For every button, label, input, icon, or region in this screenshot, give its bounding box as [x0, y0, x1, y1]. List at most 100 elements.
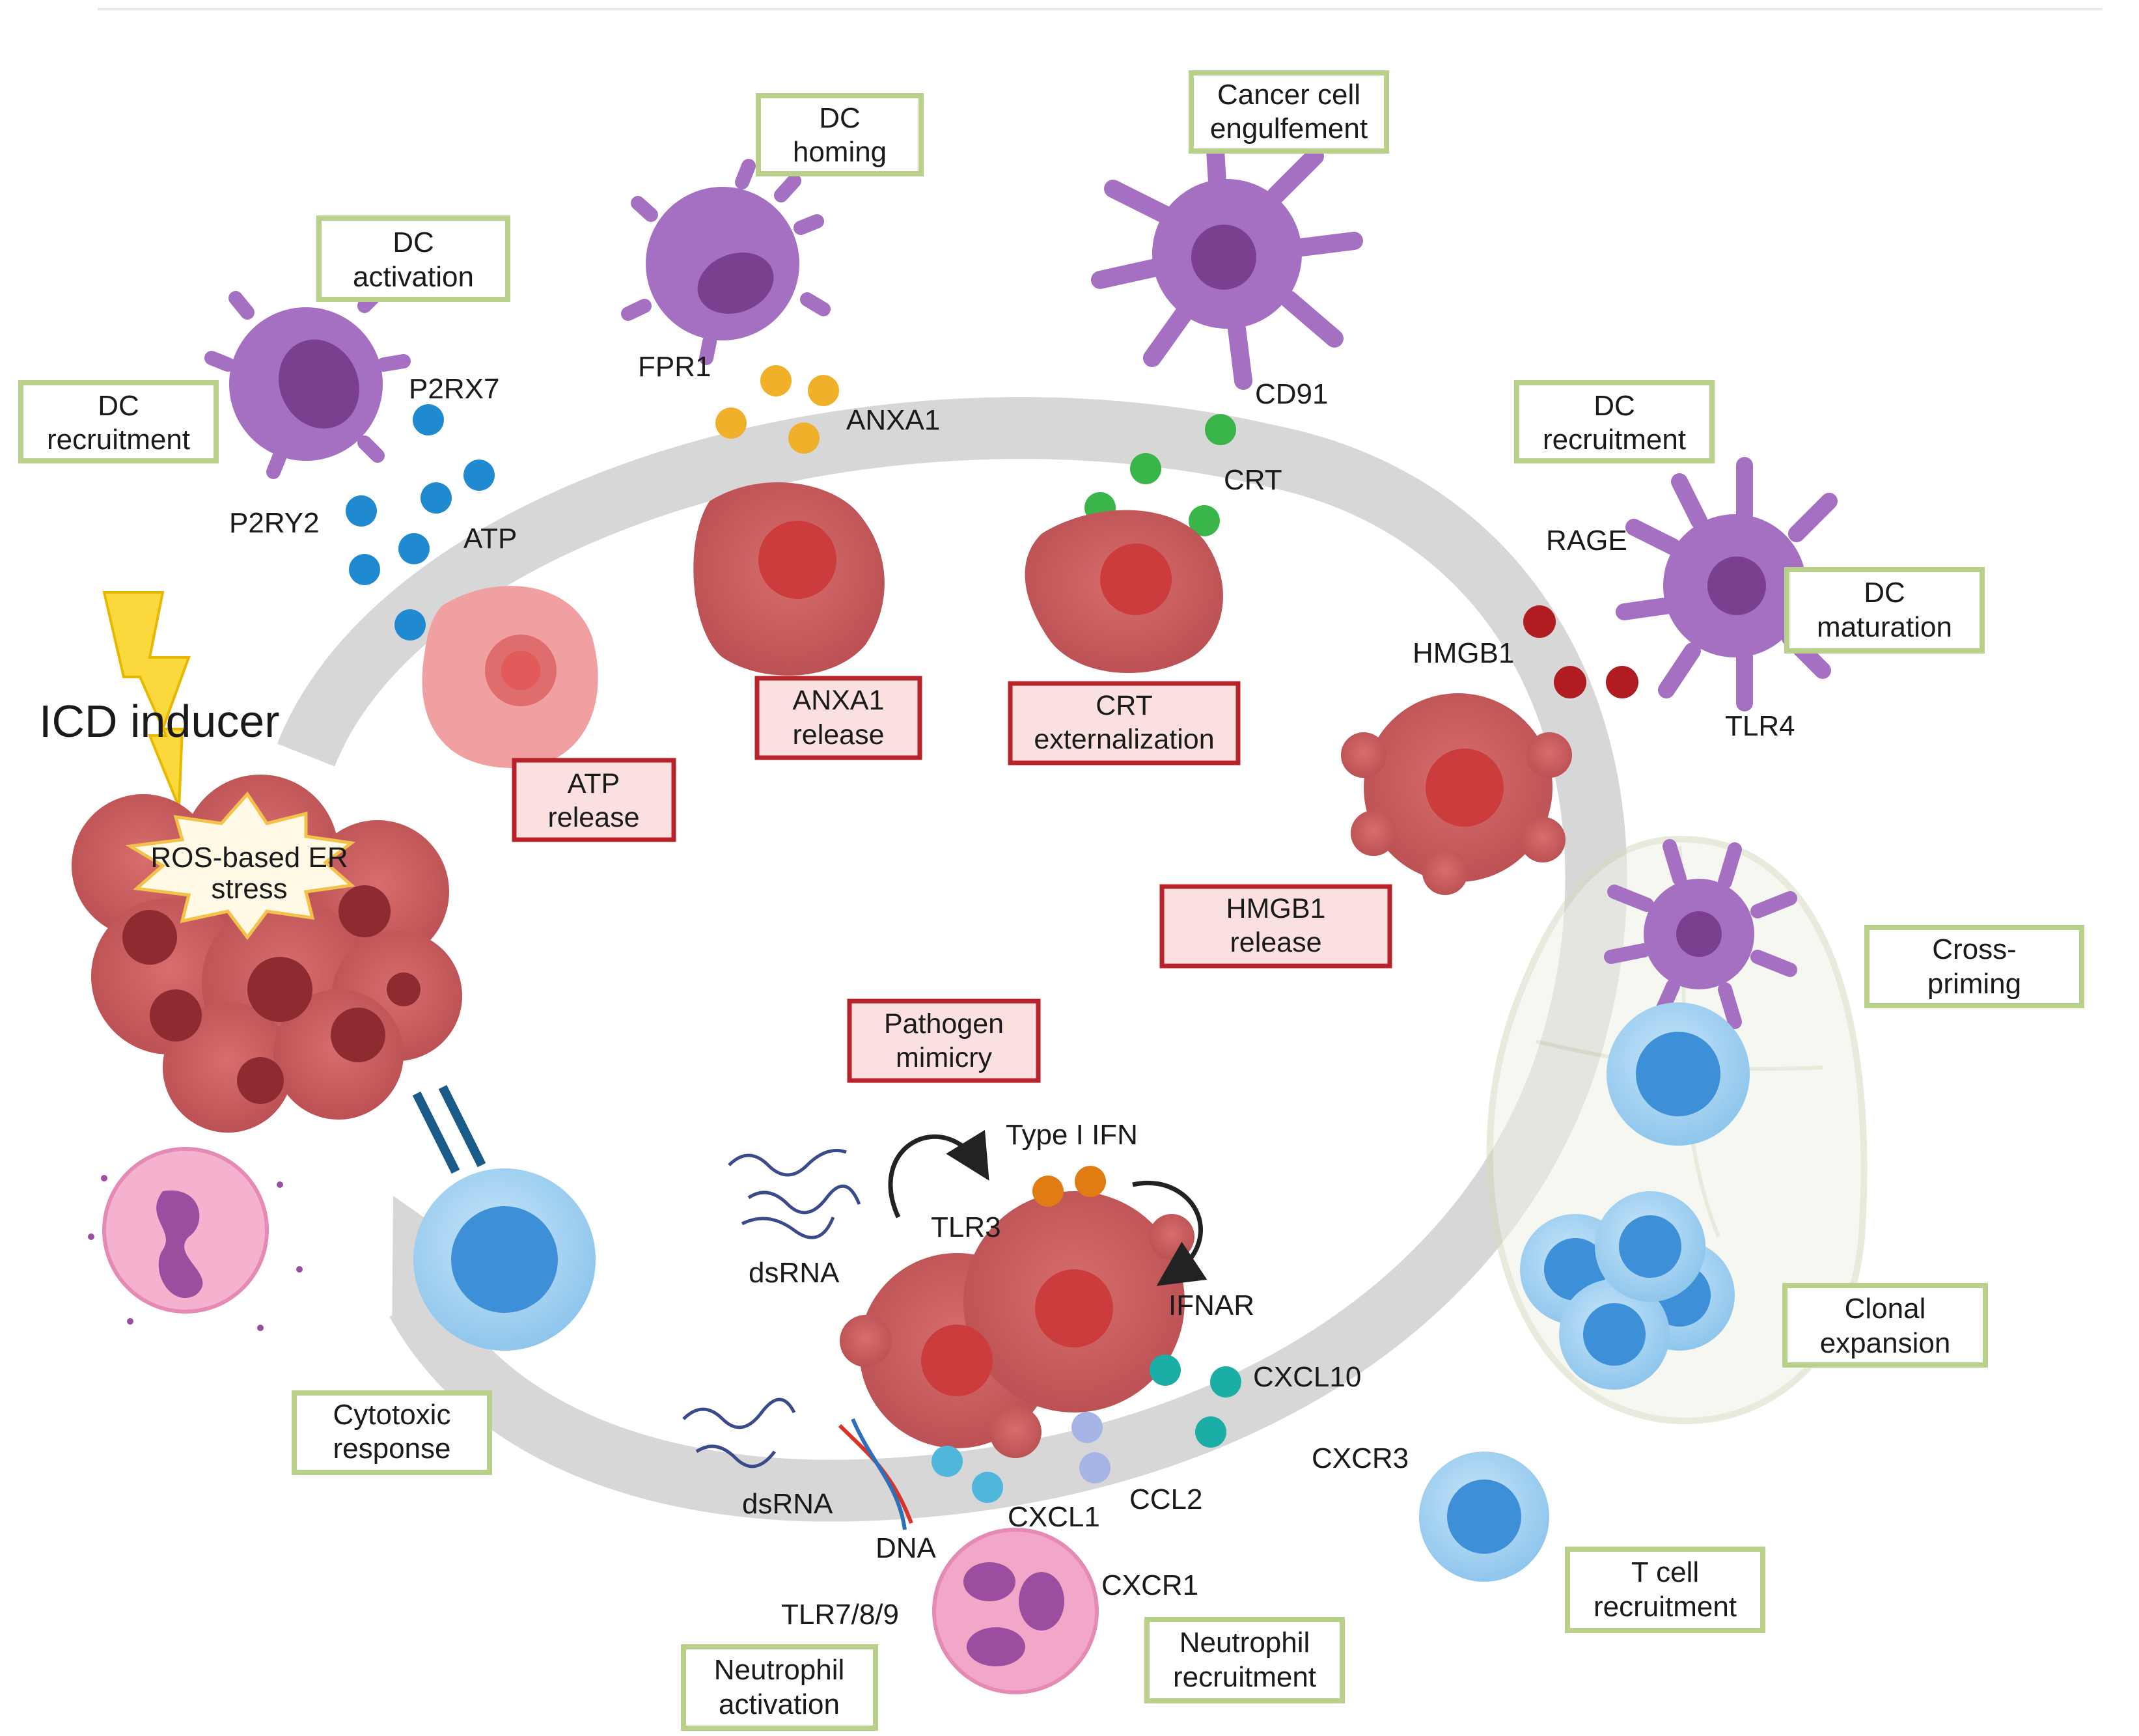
fpr1-label: FPR1	[638, 351, 711, 383]
box-neutrophil-recruitment: Neutrophil recruitment	[1144, 1617, 1345, 1703]
ccl2-molecules	[1071, 1412, 1111, 1483]
cxcl10-molecules	[1150, 1355, 1241, 1448]
svg-text:ATP: ATP	[568, 768, 620, 799]
dying-cancer-cell	[88, 1147, 303, 1331]
box-dc-recruitment-left: DC recruitment	[18, 380, 219, 463]
tumor-cell-anxa1	[693, 482, 885, 676]
cd91-label: CD91	[1255, 378, 1329, 410]
svg-text:recruitment: recruitment	[1594, 1591, 1737, 1623]
dc-cell-anxa1	[621, 159, 831, 365]
cytotoxic-t-cell	[412, 1084, 596, 1351]
tlr4-label: TLR4	[1725, 710, 1795, 742]
box-cancer-cell-engulfment: Cancer cell engulfement	[1189, 70, 1389, 154]
svg-text:CRT: CRT	[1096, 690, 1153, 721]
atp-label: ATP	[463, 523, 517, 555]
p2rx7-label: P2RX7	[409, 373, 499, 405]
svg-text:homing: homing	[793, 136, 887, 168]
dsrna-bottom-label: dsRNA	[742, 1488, 833, 1520]
svg-text:HMGB1: HMGB1	[1226, 893, 1326, 924]
hmgb1-label: HMGB1	[1413, 637, 1514, 669]
svg-text:externalization: externalization	[1034, 724, 1214, 755]
tlr789-label: TLR7/8/9	[781, 1599, 899, 1631]
t-cells-clonal	[1520, 1191, 1735, 1390]
cxcl1-molecules	[932, 1446, 1003, 1503]
lightning-icon	[102, 591, 191, 808]
svg-text:DC: DC	[98, 390, 139, 422]
svg-text:Cross-: Cross-	[1932, 933, 2017, 965]
dna-label: DNA	[876, 1532, 937, 1564]
ccl2-label: CCL2	[1129, 1483, 1203, 1515]
anxa1-molecules	[715, 365, 839, 454]
atp-molecules	[346, 404, 495, 641]
box-pathogen-mimicry: Pathogen mimicry	[847, 999, 1041, 1083]
type1-ifn-label: Type I IFN	[1006, 1119, 1138, 1151]
tumor-cells-mimicry	[840, 1191, 1194, 1458]
neutrophil-cell	[932, 1528, 1099, 1694]
box-atp-release: ATP release	[512, 758, 676, 842]
dsrna-bottom-icon	[682, 1398, 796, 1468]
svg-text:release: release	[792, 719, 884, 751]
dc-cell-crt	[1091, 121, 1363, 390]
box-t-cell-recruitment: T cell recruitment	[1565, 1547, 1765, 1633]
box-crt-externalization: CRT externalization	[1008, 681, 1241, 765]
dsrna-top-label: dsRNA	[749, 1257, 840, 1289]
tlr3-arrow-icon	[888, 1129, 989, 1219]
svg-text:Pathogen: Pathogen	[884, 1008, 1004, 1040]
icd-inducer-title: ICD inducer	[39, 696, 280, 747]
ifnar-label: IFNAR	[1168, 1289, 1254, 1321]
anxa1-label: ANXA1	[846, 404, 940, 436]
box-dc-homing: DC homing	[756, 93, 924, 176]
svg-text:recruitment: recruitment	[47, 424, 190, 456]
svg-text:Clonal: Clonal	[1845, 1293, 1926, 1325]
cxcr3-label: CXCR3	[1312, 1442, 1409, 1474]
svg-text:Cytotoxic: Cytotoxic	[333, 1399, 451, 1431]
svg-text:T cell: T cell	[1631, 1556, 1699, 1588]
tumor-cell-hmgb1	[1341, 693, 1572, 895]
svg-text:recruitment: recruitment	[1543, 424, 1686, 456]
svg-text:DC: DC	[393, 227, 434, 258]
svg-text:release: release	[1230, 927, 1321, 958]
svg-text:activation: activation	[353, 261, 474, 293]
box-clonal-expansion: Clonal expansion	[1782, 1283, 1988, 1368]
crt-molecules	[1084, 414, 1236, 536]
ros-stress-burst: ROS-based ER stress	[125, 791, 356, 941]
dc-cell-atp	[204, 286, 411, 479]
svg-text:ANXA1: ANXA1	[792, 685, 884, 716]
svg-text:engulfement: engulfement	[1210, 113, 1368, 145]
hmgb1-molecules	[1523, 605, 1638, 698]
svg-text:recruitment: recruitment	[1173, 1661, 1316, 1693]
p2ry2-label: P2RY2	[229, 507, 320, 539]
svg-text:release: release	[547, 802, 639, 833]
dna-icon	[838, 1418, 913, 1530]
svg-text:maturation: maturation	[1817, 611, 1952, 643]
box-dc-activation: DC activation	[316, 215, 510, 302]
tlr3-label: TLR3	[931, 1211, 1001, 1243]
t-cell-recruited	[1419, 1452, 1549, 1582]
svg-text:priming: priming	[1927, 968, 2021, 1000]
tumor-cell-crt	[1025, 510, 1223, 673]
ifn-molecules	[1032, 1166, 1106, 1207]
svg-text:expansion: expansion	[1820, 1327, 1951, 1359]
cxcl10-label: CXCL10	[1253, 1361, 1361, 1393]
dsrna-top-icon	[728, 1149, 861, 1239]
rage-label: RAGE	[1546, 525, 1627, 557]
box-cross-priming: Cross- priming	[1864, 925, 2084, 1008]
svg-text:DC: DC	[819, 102, 861, 134]
svg-text:DC: DC	[1594, 390, 1635, 422]
svg-text:mimicry: mimicry	[896, 1042, 993, 1073]
box-cytotoxic-response: Cytotoxic response	[292, 1390, 492, 1475]
crt-label: CRT	[1224, 464, 1282, 496]
box-neutrophil-activation: Neutrophil activation	[681, 1644, 878, 1731]
t-cell-cross-priming	[1607, 1002, 1750, 1146]
svg-text:Neutrophil: Neutrophil	[714, 1654, 845, 1686]
dc-cell-hmgb1	[1616, 457, 1864, 711]
svg-text:DC: DC	[1864, 577, 1905, 609]
cxcr1-label: CXCR1	[1101, 1569, 1198, 1601]
ros-stress-line1: ROS-based ER	[150, 842, 348, 874]
svg-text:activation: activation	[719, 1688, 840, 1720]
svg-text:Neutrophil: Neutrophil	[1180, 1627, 1310, 1659]
tumor-cell-atp	[422, 586, 598, 768]
box-dc-maturation: DC maturation	[1784, 567, 1985, 654]
svg-text:Cancer cell: Cancer cell	[1217, 79, 1360, 111]
